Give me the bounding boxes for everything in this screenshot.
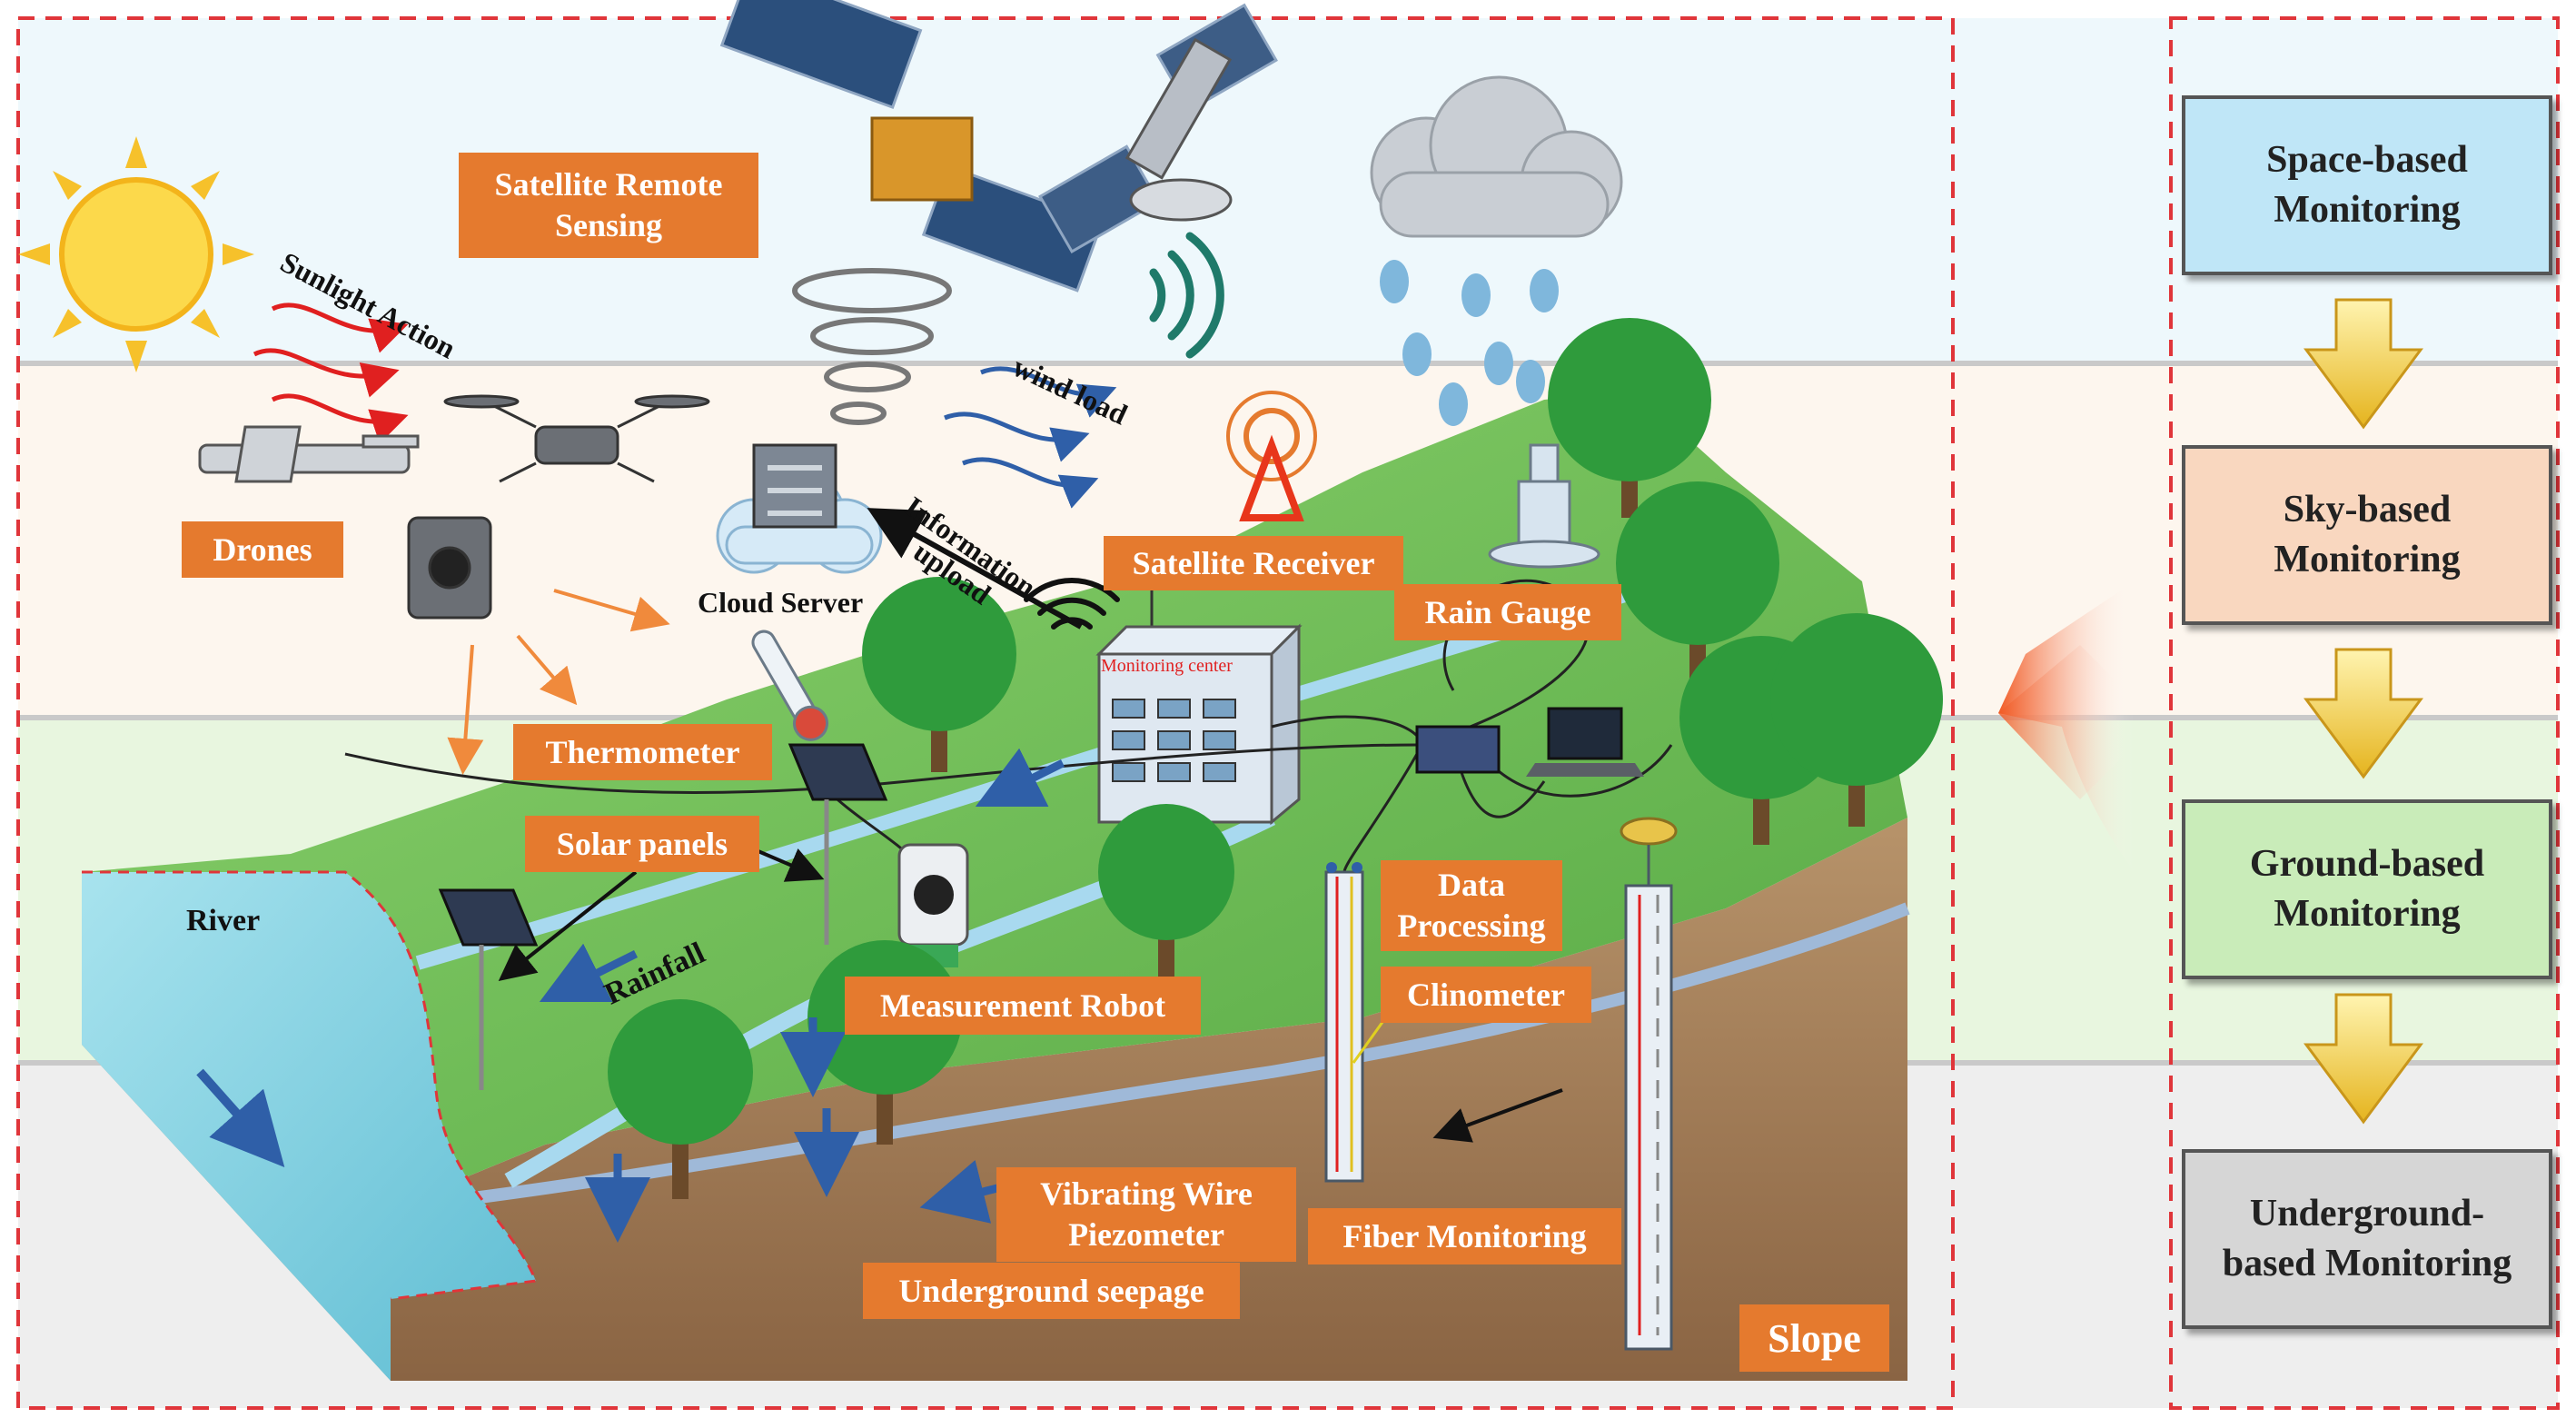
satellite-remote-sensing-label: Satellite Remote Sensing: [459, 153, 758, 258]
measurement-robot-label: Measurement Robot: [845, 977, 1201, 1035]
data-processing-line-1: Data: [1438, 867, 1505, 903]
tier-ground-line-2: Monitoring: [2274, 893, 2461, 935]
wifi-icon: [1149, 232, 1224, 359]
satellite-icon: [1038, 3, 1278, 254]
satellite-remote-sensing-line-1: Satellite Remote: [494, 166, 723, 203]
tornado-icon: [792, 268, 952, 425]
tree-icon: [1548, 318, 1711, 518]
sun-icon: [18, 136, 254, 372]
cloud-rain-icon: [1370, 75, 1623, 426]
drones-label: Drones: [182, 521, 343, 578]
drone-data-arrows: [447, 589, 670, 775]
tier-underground-line-1: Underground-: [2249, 1193, 2485, 1235]
satellite-receiver-label: Satellite Receiver: [1104, 536, 1403, 590]
monitoring-center-text: Monitoring center: [1101, 656, 1233, 676]
laptop-icon: [1526, 707, 1644, 777]
fiber-monitoring-label: Fiber Monitoring: [1308, 1208, 1621, 1264]
clinometer-label: Clinometer: [1381, 967, 1591, 1023]
tier-ground-line-1: Ground-based: [2249, 843, 2485, 886]
data-processing-line-2: Processing: [1397, 907, 1546, 944]
sunlight-arrows: [253, 302, 409, 444]
tier-ground-based: Ground-based Monitoring: [2182, 799, 2552, 979]
tier-sky-based: Sky-based Monitoring: [2182, 445, 2552, 625]
tree-icon: [1770, 613, 1943, 827]
thermometer-label: Thermometer: [513, 724, 772, 780]
river: [82, 870, 539, 1381]
borehole-icon: [1620, 817, 1678, 1351]
tier-space-line-1: Space-based: [2266, 139, 2468, 182]
monitoring-flow-arrow-head: [1998, 645, 2125, 799]
cloud-server-text: Cloud Server: [698, 586, 864, 619]
vibrating-wire-piezometer-line-2: Piezometer: [1068, 1216, 1224, 1253]
vibrating-wire-piezometer-line-1: Vibrating Wire: [1040, 1175, 1253, 1212]
thermometer-icon: [751, 630, 828, 741]
wind-arrows: [944, 366, 1117, 509]
tier-underground-line-2: based Monitoring: [2222, 1243, 2512, 1284]
dashed-frames: [16, 16, 2560, 1410]
tree-icon: [608, 999, 753, 1199]
drone-icon: [198, 425, 420, 483]
drone-icon: [443, 394, 710, 483]
underground-seepage-label: Underground seepage: [863, 1263, 1240, 1319]
solar-panel-icon: [788, 743, 888, 945]
solar-panels-label: Solar panels: [525, 816, 759, 872]
radio-tower-icon: [1226, 391, 1317, 521]
satellite-icon: [719, 0, 1105, 293]
tier-underground-based: Underground- based Monitoring: [2182, 1149, 2552, 1329]
tree-icon: [862, 577, 1016, 772]
camera-gimbal-icon: [407, 516, 492, 620]
tier-space-line-2: Monitoring: [2274, 189, 2461, 231]
borehole-icon: [1324, 862, 1364, 1183]
satellite-remote-sensing-line-2: Sensing: [554, 207, 663, 243]
server-icon: [716, 443, 883, 574]
slope-label: Slope: [1739, 1304, 1889, 1372]
rain-gauge-label: Rain Gauge: [1394, 584, 1621, 640]
data-logger-icon: [1415, 725, 1501, 774]
pointer-lines: [498, 848, 1563, 1143]
river-text: River: [186, 904, 261, 937]
vibrating-wire-piezometer-label: Vibrating Wire Piezometer: [996, 1167, 1296, 1262]
wifi-icon: [1024, 577, 1120, 630]
tier-sky-line-2: Monitoring: [2274, 539, 2461, 580]
tree-icon: [1098, 804, 1234, 990]
data-processing-label: Data Processing: [1381, 860, 1562, 951]
robot-icon: [897, 843, 969, 967]
tier-flow-arrows: [2304, 298, 2423, 1125]
tier-sky-line-1: Sky-based: [2283, 489, 2452, 531]
tier-space-based: Space-based Monitoring: [2182, 95, 2552, 275]
rain-gauge-icon: [1488, 443, 1600, 569]
